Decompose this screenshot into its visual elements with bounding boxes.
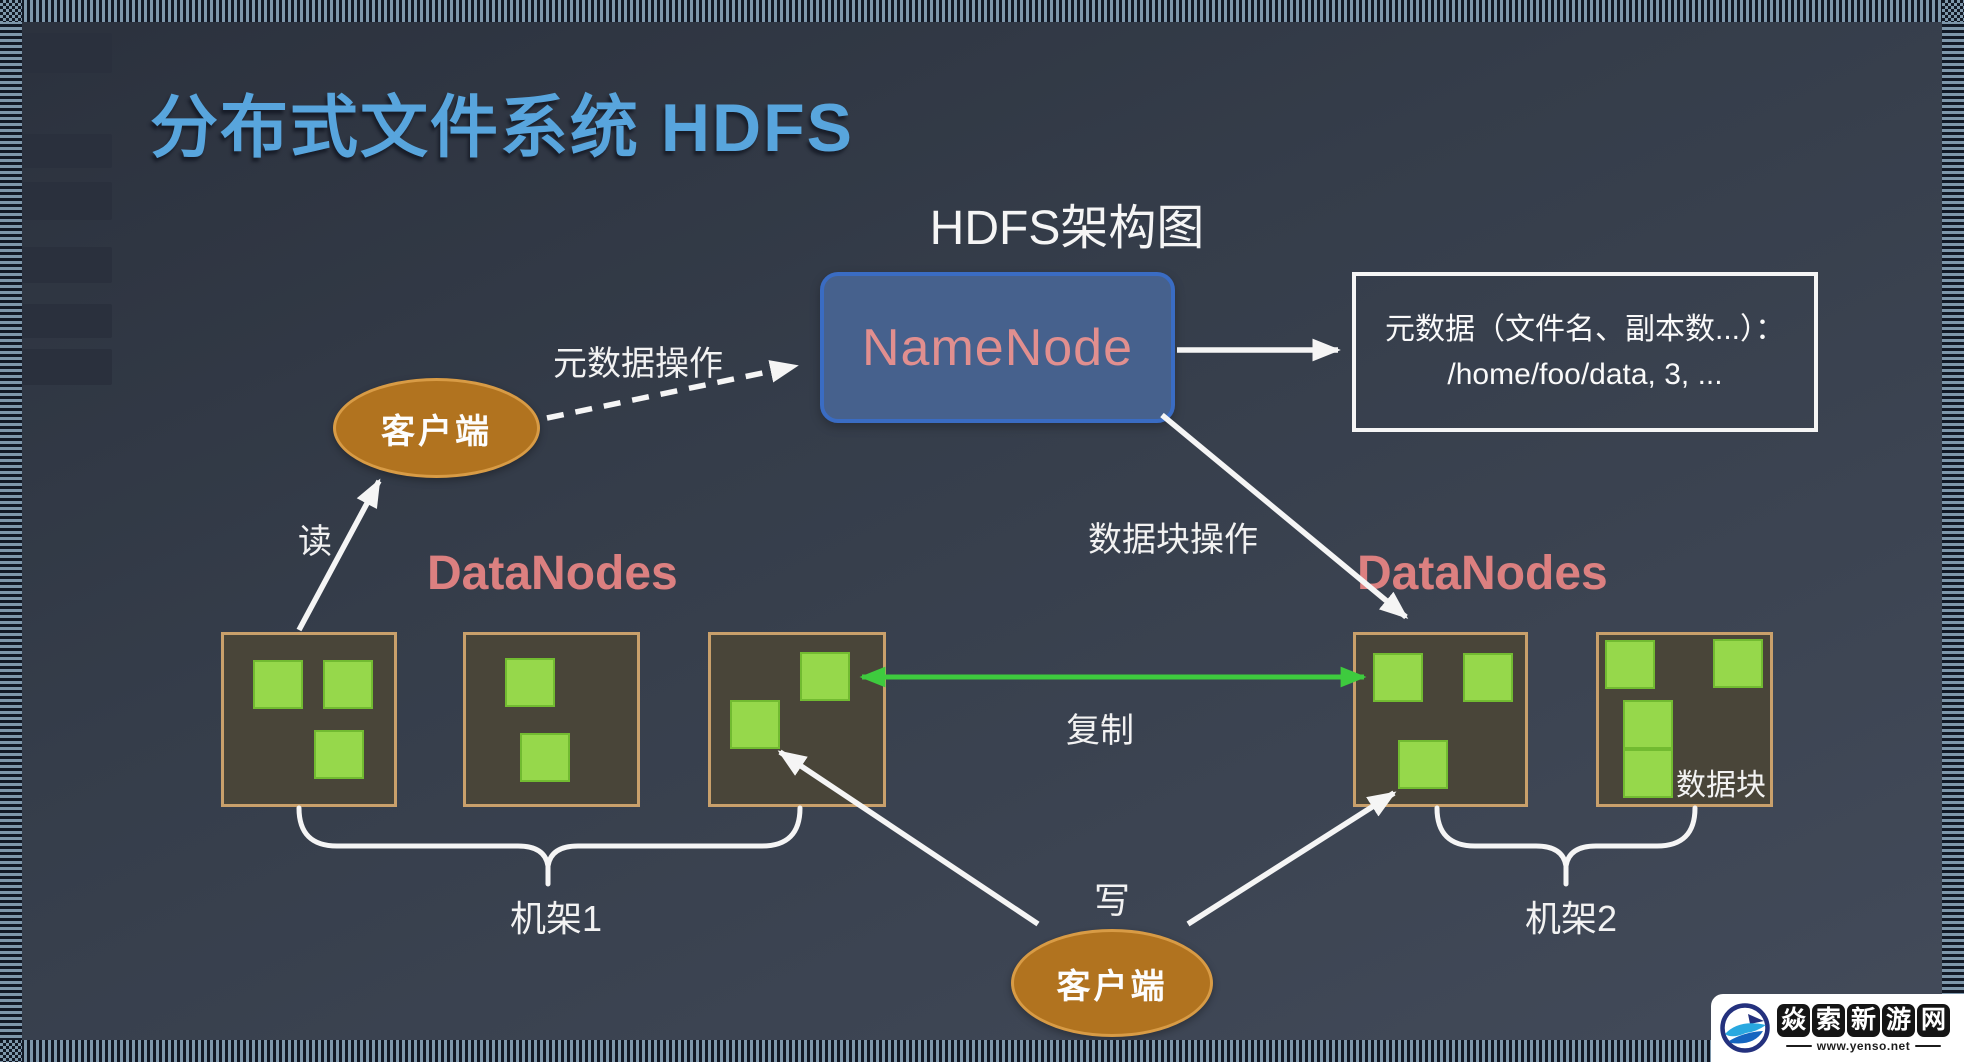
frame-border-top	[0, 0, 1964, 22]
client-bottom-label: 客户端	[1056, 967, 1168, 1006]
sidebar-thumbnail	[22, 134, 112, 168]
frame-corner	[1942, 0, 1964, 22]
read-arrow	[296, 478, 382, 632]
diagram-title: HDFS架构图	[929, 202, 1205, 255]
namenode-label: NameNode	[861, 318, 1134, 377]
data-block	[1373, 653, 1423, 702]
frame-corner	[0, 0, 22, 22]
data-block	[323, 660, 373, 709]
write-label: 写	[1094, 880, 1131, 921]
data-block	[505, 658, 555, 707]
site-watermark: 焱索新游网 www.yenso.net	[1711, 994, 1964, 1062]
write-arrow-right	[1186, 790, 1397, 927]
slide-title: 分布式文件系统 HDFS	[150, 90, 855, 166]
site-logo-icon	[1720, 1003, 1770, 1053]
data-block	[1605, 640, 1655, 689]
block-op-arrow	[1160, 412, 1409, 620]
frame-corner	[0, 1040, 22, 1062]
site-url-row: www.yenso.net	[1785, 1038, 1942, 1053]
read-label: 读	[298, 523, 332, 561]
data-block	[1463, 653, 1513, 702]
logo-stamp-char: 新	[1847, 1003, 1880, 1037]
namenode-box: NameNode	[820, 272, 1175, 423]
site-name-stamps: 焱索新游网	[1777, 1003, 1950, 1037]
client-top-label: 客户端	[381, 412, 492, 451]
rack1-label: 机架1	[509, 898, 603, 939]
data-block-label: 数据块	[1676, 769, 1766, 802]
datanodes-left-label: DataNodes	[427, 547, 678, 600]
data-block	[314, 730, 364, 779]
rack2-brace	[1434, 805, 1698, 887]
frame-border-right	[1942, 0, 1964, 1062]
site-url: www.yenso.net	[1816, 1038, 1911, 1053]
data-block	[253, 660, 303, 709]
data-block	[520, 733, 570, 782]
logo-stamp-char: 焱	[1777, 1003, 1810, 1037]
data-block	[800, 652, 850, 701]
logo-stamp-char: 游	[1882, 1003, 1915, 1037]
url-dash-left	[1785, 1044, 1812, 1047]
client-bottom-ellipse: 客户端	[1011, 929, 1213, 1037]
sidebar-thumbnail	[22, 182, 112, 220]
metadata-line1: 元数据（文件名、副本数...）：	[1384, 313, 1785, 346]
datanodes-right-label: DataNodes	[1357, 547, 1608, 600]
data-block	[1398, 740, 1448, 789]
write-arrow-left	[777, 749, 1040, 927]
sidebar-thumbnail	[22, 33, 112, 73]
frame-border-bottom	[0, 1040, 1964, 1062]
data-block	[1623, 749, 1673, 798]
url-dash-right	[1915, 1044, 1942, 1047]
metadata-op-label: 元数据操作	[553, 345, 723, 383]
sidebar-thumbnail	[22, 349, 112, 385]
block-op-label: 数据块操作	[1088, 521, 1258, 559]
frame-border-left	[0, 0, 22, 1062]
metadata-box: 元数据（文件名、副本数...）： /home/foo/data, 3, ...	[1352, 272, 1818, 432]
data-block	[1623, 700, 1673, 749]
logo-stamp-char: 网	[1917, 1003, 1950, 1037]
rack1-brace	[296, 805, 803, 887]
sidebar-thumbnail	[22, 247, 112, 283]
metadata-op-arrow	[546, 360, 799, 421]
rack2-label: 机架2	[1524, 898, 1618, 939]
logo-stamp-char: 索	[1812, 1003, 1845, 1037]
data-block	[1713, 639, 1763, 688]
replication-label: 复制	[1066, 712, 1134, 750]
metadata-line2: /home/foo/data, 3, ...	[1447, 358, 1723, 391]
data-block	[730, 700, 780, 749]
sidebar-thumbnail	[22, 304, 112, 338]
client-top-ellipse: 客户端	[333, 378, 540, 478]
